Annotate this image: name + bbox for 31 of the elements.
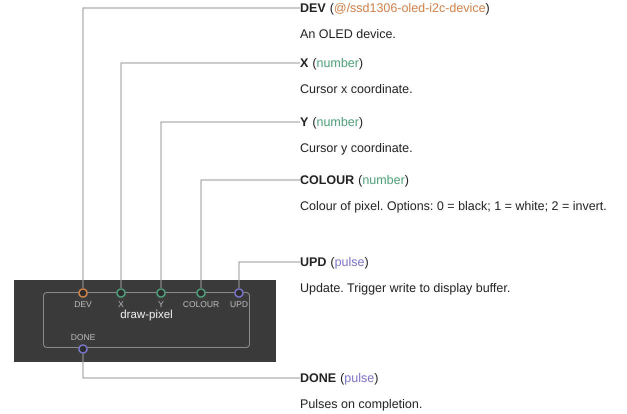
leader-line	[200, 180, 300, 288]
port-description: Cursor x coordinate.	[300, 81, 414, 98]
port-name: UPD	[300, 255, 326, 269]
port-description: Colour of pixel. Options: 0 = black; 1 = white; 2 = invert.	[300, 198, 608, 215]
port-description: Pulses on completion.	[300, 396, 424, 413]
port-type: (number)	[312, 56, 364, 70]
port-type: (pulse)	[330, 255, 369, 269]
port-name: DONE	[300, 371, 336, 385]
port-type: (pulse)	[340, 371, 378, 385]
port-type: (@/ssd1306-oled-i2c-device)	[330, 1, 490, 15]
port-description: Cursor y coordinate.	[300, 140, 414, 157]
leader-line	[160, 122, 300, 288]
leader-line	[238, 262, 300, 288]
node-title: draw-pixel	[119, 309, 174, 321]
port-name: COLOUR	[300, 173, 354, 187]
leader-line	[82, 8, 300, 288]
port-label: Y	[157, 299, 165, 309]
port-description: An OLED device.	[300, 26, 397, 43]
port-label: DEV	[73, 299, 93, 309]
port-description: Update. Trigger write to display buffer.	[300, 280, 512, 297]
leader-line	[82, 354, 300, 378]
port-type: (number)	[358, 173, 409, 187]
port-label: UPD	[229, 299, 249, 309]
port-type: (number)	[312, 115, 364, 129]
leader-line	[120, 62, 300, 288]
port-label: COLOUR	[182, 299, 220, 309]
port-name: Y	[300, 115, 308, 129]
port-name: DEV	[300, 1, 326, 15]
port-name: X	[300, 56, 308, 70]
port-label: X	[117, 299, 125, 309]
port-label: DONE	[70, 332, 96, 342]
